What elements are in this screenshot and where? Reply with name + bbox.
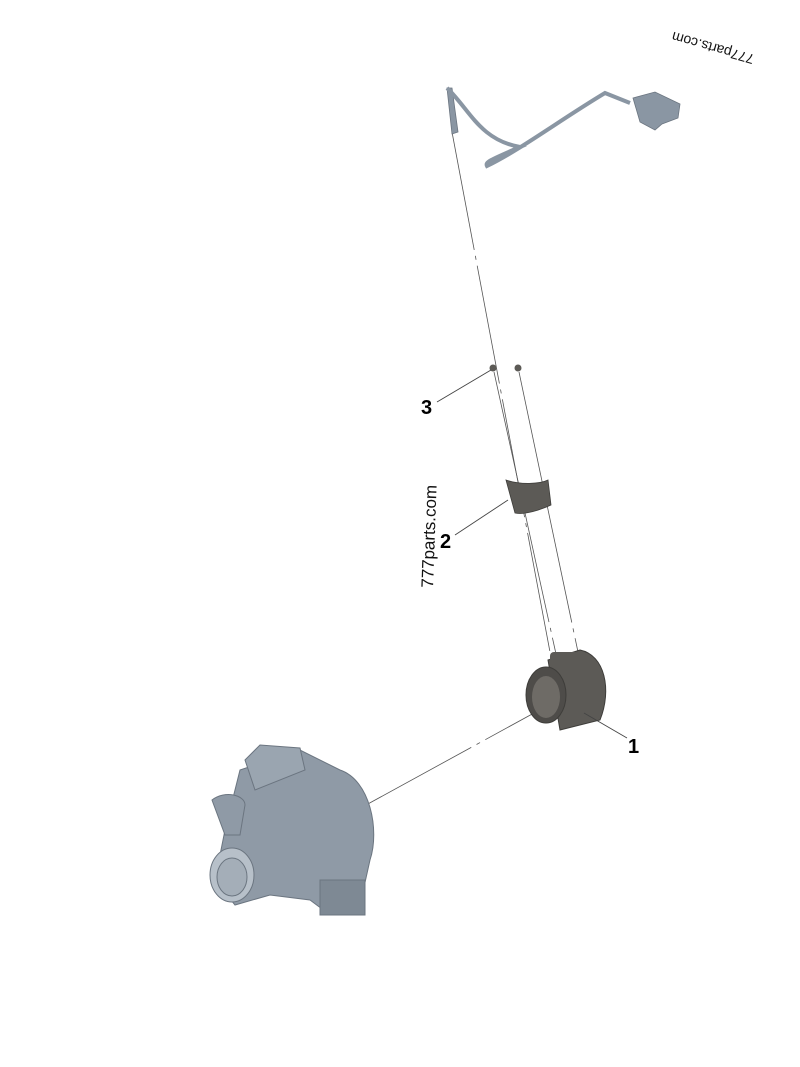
callout-3: 3 xyxy=(421,397,432,419)
watermark-middle: 777parts.com xyxy=(418,485,441,589)
leader-line-1 xyxy=(583,712,628,739)
callout-2: 2 xyxy=(440,531,451,553)
watermark-top: 777parts.com xyxy=(670,29,756,68)
leader-line-2 xyxy=(454,499,509,536)
leader-line-3 xyxy=(436,369,492,403)
sensor-harness-part xyxy=(445,86,681,169)
explosion-line-sensor xyxy=(451,131,551,653)
explosion-line-turbo xyxy=(365,706,546,806)
clamp-part xyxy=(505,479,552,514)
turbocharger-part xyxy=(209,744,375,916)
screw-part xyxy=(489,364,522,372)
duct-part xyxy=(525,649,607,731)
explosion-line-screw-right xyxy=(518,371,579,653)
callout-1: 1 xyxy=(628,736,639,758)
